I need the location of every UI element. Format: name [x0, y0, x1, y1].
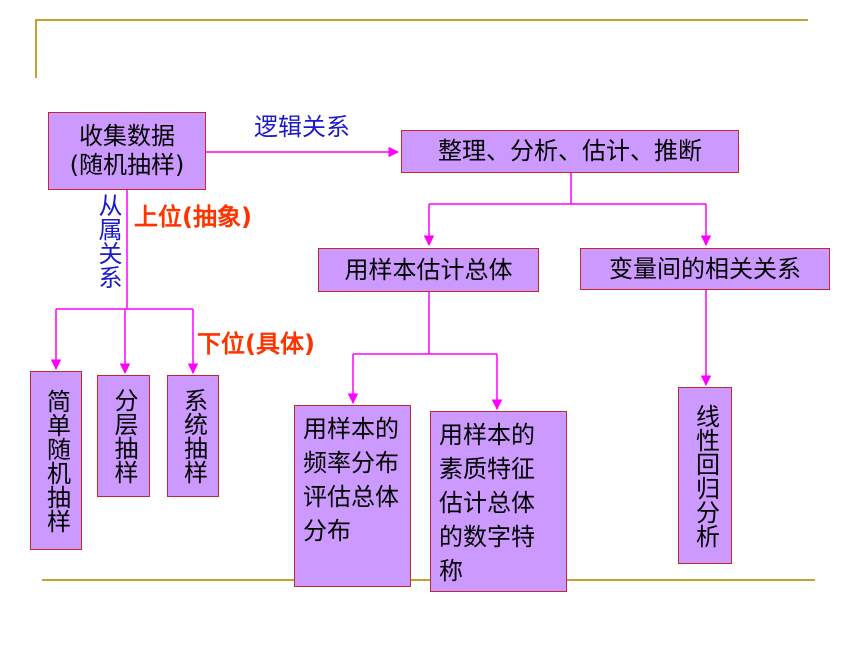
estimate-total-box: 用样本估计总体: [318, 248, 539, 292]
systematic-sampling-box: 系统抽样: [167, 375, 219, 497]
organize-analyze-box: 整理、分析、估计、推断: [401, 130, 739, 173]
collect-data-box: 收集数据 (随机抽样): [48, 112, 206, 190]
subordinate-relation-label: 从属关系: [94, 193, 122, 289]
lower-concrete-label: 下位(具体): [197, 330, 315, 358]
linear-regression-box: 线性回归分析: [678, 387, 732, 564]
frequency-distribution-box: 用样本的频率分布评估总体分布: [294, 405, 411, 587]
variable-relation-box: 变量间的相关关系: [580, 248, 830, 290]
numeric-features-box: 用样本的素质特征估计总体的数字特称: [430, 411, 567, 592]
upper-abstract-label: 上位(抽象): [134, 203, 252, 231]
logic-relation-label: 逻辑关系: [254, 113, 350, 141]
stratified-sampling-box: 分层抽样: [97, 375, 150, 497]
simple-random-sampling-box: 简单随机抽样: [30, 371, 82, 550]
